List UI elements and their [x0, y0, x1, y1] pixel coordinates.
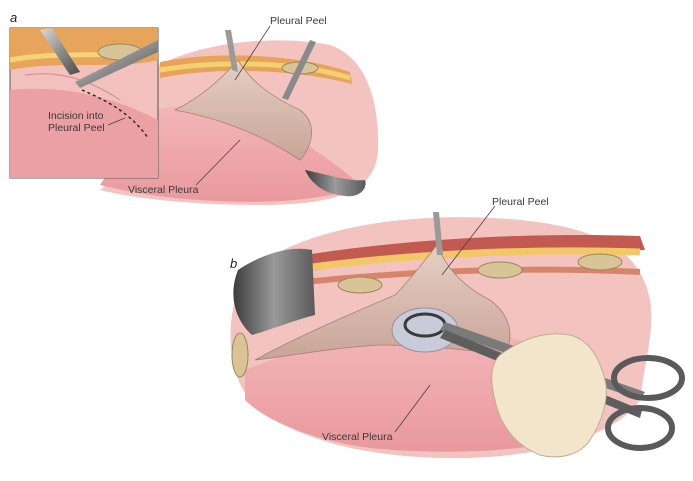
clamp-ring-2 — [605, 405, 675, 451]
forceps-a — [225, 30, 238, 72]
label-visceral-pleura-a: Visceral Pleura — [128, 184, 199, 196]
rib-b-2 — [477, 261, 523, 279]
label-pleural-peel-a: Pleural Peel — [270, 15, 327, 27]
leader-pleural-peel-a — [234, 25, 271, 81]
rib-b-1 — [337, 276, 383, 294]
panel-b-art — [230, 212, 685, 459]
panel-a-art — [100, 30, 379, 206]
retractor-a — [305, 170, 366, 197]
panel-b-letter: b — [230, 256, 238, 271]
leader-visceral-b — [394, 384, 431, 433]
forceps-b — [433, 212, 443, 255]
gloved-hand — [491, 333, 607, 458]
rib-b-3 — [577, 253, 623, 271]
pleural-peel-a — [173, 59, 312, 161]
leader-pleural-peel-b — [441, 205, 496, 276]
leader-incision-a — [107, 117, 126, 126]
label-incision: Incision into Pleural Peel — [48, 110, 105, 134]
label-visceral-pleura-b: Visceral Pleura — [322, 431, 393, 443]
lung-surface-a — [100, 106, 360, 202]
panel-a-letter: a — [10, 10, 18, 25]
retractor-b — [233, 248, 315, 335]
leader-visceral-a — [195, 139, 241, 186]
clamp-ring-1 — [611, 355, 685, 401]
incision-line — [81, 89, 149, 139]
inset-detail-a — [9, 27, 159, 179]
label-pleural-peel-b: Pleural Peel — [492, 196, 549, 208]
